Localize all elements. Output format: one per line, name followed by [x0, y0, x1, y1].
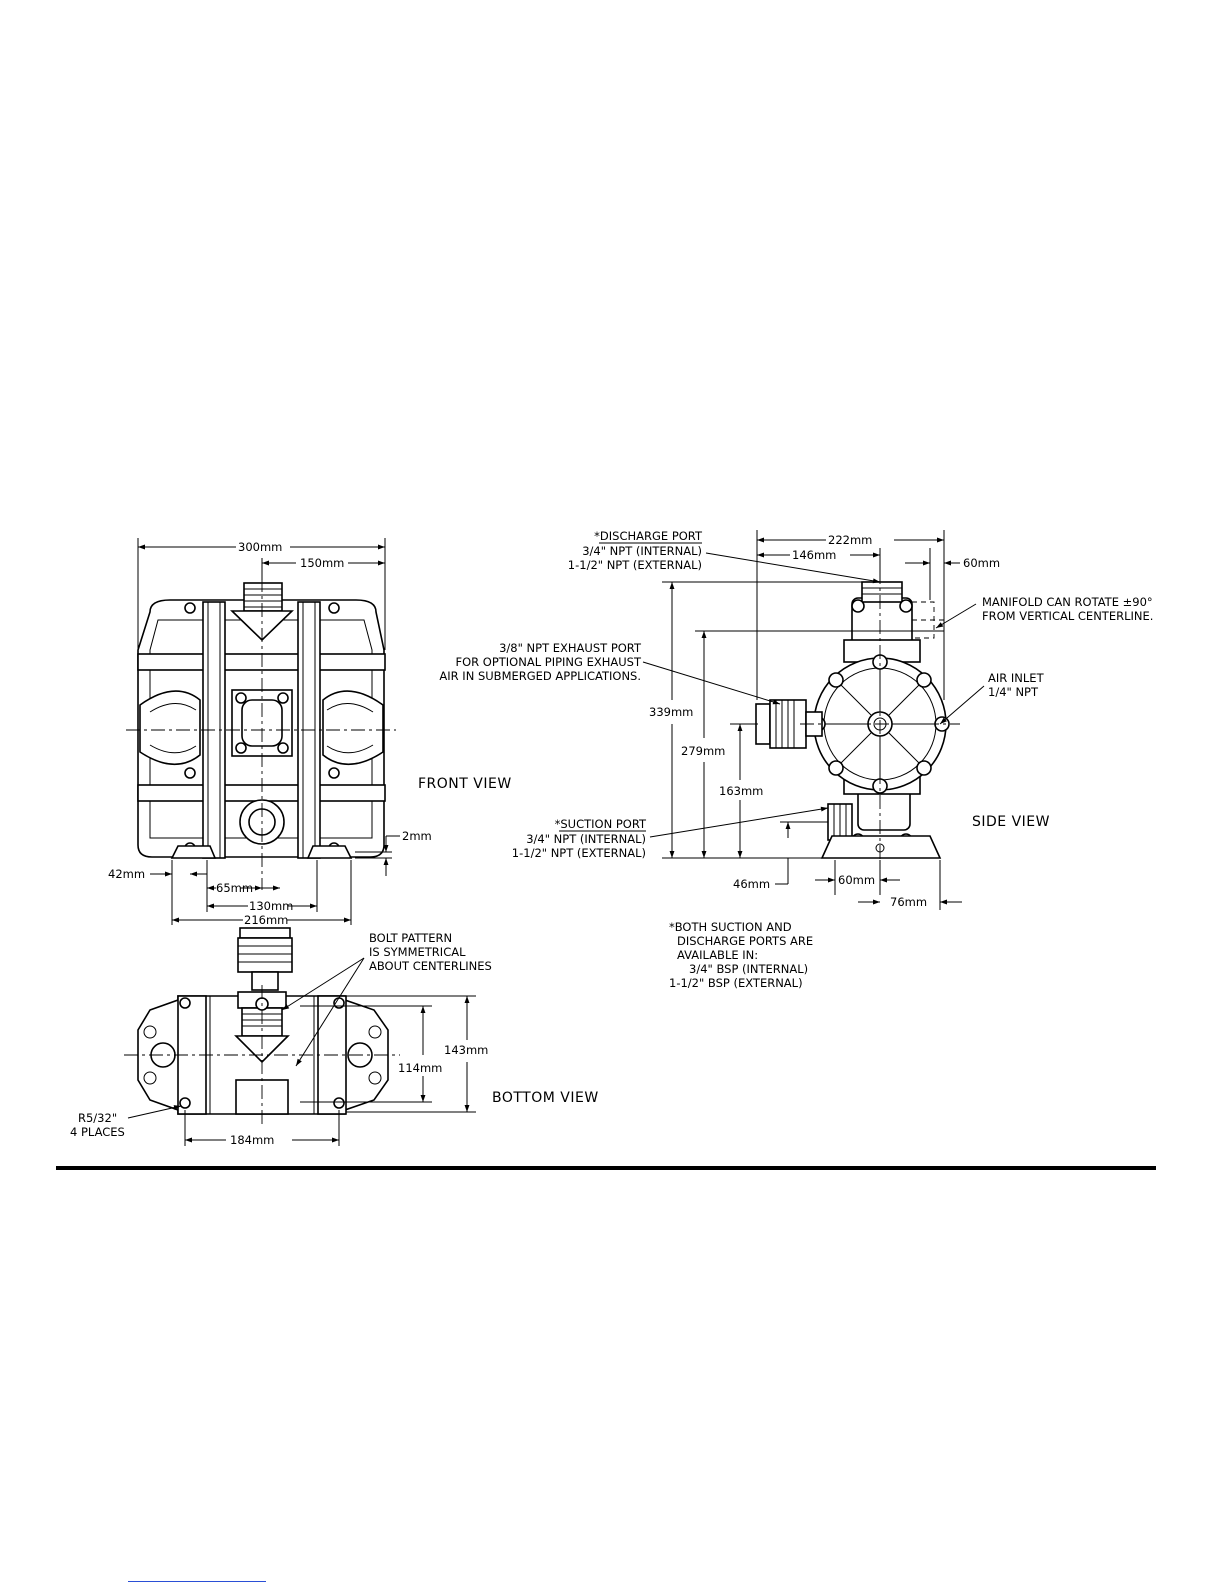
radius-note-line2: 4 PLACES	[70, 1125, 125, 1139]
side-width-222: 222mm	[828, 533, 872, 547]
exhaust-note-line2: FOR OPTIONAL PIPING EXHAUST	[455, 655, 641, 669]
front-view-label: FRONT VIEW	[418, 776, 512, 792]
bolt-note-line1: BOLT PATTERN	[369, 931, 452, 945]
suction-line2: 1-1/2" NPT (EXTERNAL)	[512, 846, 646, 860]
air-inlet-line1: AIR INLET	[988, 671, 1045, 685]
radius-note-line1: R5/32"	[78, 1111, 117, 1125]
suction-line1: 3/4" NPT (INTERNAL)	[526, 832, 646, 846]
suction-title: *SUCTION PORT	[555, 817, 647, 831]
side-view	[642, 530, 985, 910]
manifold-note-line2: FROM VERTICAL CENTERLINE.	[982, 609, 1153, 623]
discharge-title: *DISCHARGE PORT	[594, 529, 703, 543]
front-dim-42: 42mm	[108, 867, 145, 881]
side-height-339: 339mm	[649, 705, 693, 719]
front-dim-2: 2mm	[402, 829, 432, 843]
exhaust-note-line1: 3/8" NPT EXHAUST PORT	[499, 641, 642, 655]
bottom-view-label: BOTTOM VIEW	[492, 1090, 599, 1106]
side-base-60: 60mm	[838, 873, 875, 887]
front-dim-130: 130mm	[249, 899, 293, 913]
discharge-line1: 3/4" NPT (INTERNAL)	[582, 544, 702, 558]
both-ports-line3: AVAILABLE IN:	[677, 948, 758, 962]
both-ports-line4: 3/4" BSP (INTERNAL)	[689, 962, 808, 976]
side-view-label: SIDE VIEW	[972, 814, 1050, 830]
exhaust-note-line3: AIR IN SUBMERGED APPLICATIONS.	[439, 669, 641, 683]
bottom-dim-143: 143mm	[444, 1043, 488, 1057]
side-height-163: 163mm	[719, 784, 763, 798]
side-width-146: 146mm	[792, 548, 836, 562]
side-base-76: 76mm	[890, 895, 927, 909]
air-inlet-line2: 1/4" NPT	[988, 685, 1039, 699]
front-width-300: 300mm	[238, 540, 282, 554]
side-height-279: 279mm	[681, 744, 725, 758]
bottom-dim-184: 184mm	[230, 1133, 274, 1147]
bottom-view	[124, 927, 476, 1146]
front-width-150: 150mm	[300, 556, 344, 570]
manifold-note-line1: MANIFOLD CAN ROTATE ±90°	[982, 595, 1153, 609]
front-dim-216: 216mm	[244, 913, 288, 927]
bottom-link-underline	[128, 1581, 266, 1582]
both-ports-line1: *BOTH SUCTION AND	[669, 920, 792, 934]
front-dim-65: 65mm	[216, 881, 253, 895]
both-ports-line5: 1-1/2" BSP (EXTERNAL)	[669, 976, 803, 990]
side-height-46: 46mm	[733, 877, 770, 891]
both-ports-line2: DISCHARGE PORTS ARE	[677, 934, 813, 948]
discharge-line2: 1-1/2" NPT (EXTERNAL)	[568, 558, 702, 572]
bottom-dim-114: 114mm	[398, 1061, 442, 1075]
bolt-note-line2: IS SYMMETRICAL	[369, 945, 466, 959]
front-view	[126, 538, 400, 925]
bolt-note-line3: ABOUT CENTERLINES	[369, 959, 492, 973]
side-width-60: 60mm	[963, 556, 1000, 570]
section-divider	[56, 1166, 1156, 1170]
